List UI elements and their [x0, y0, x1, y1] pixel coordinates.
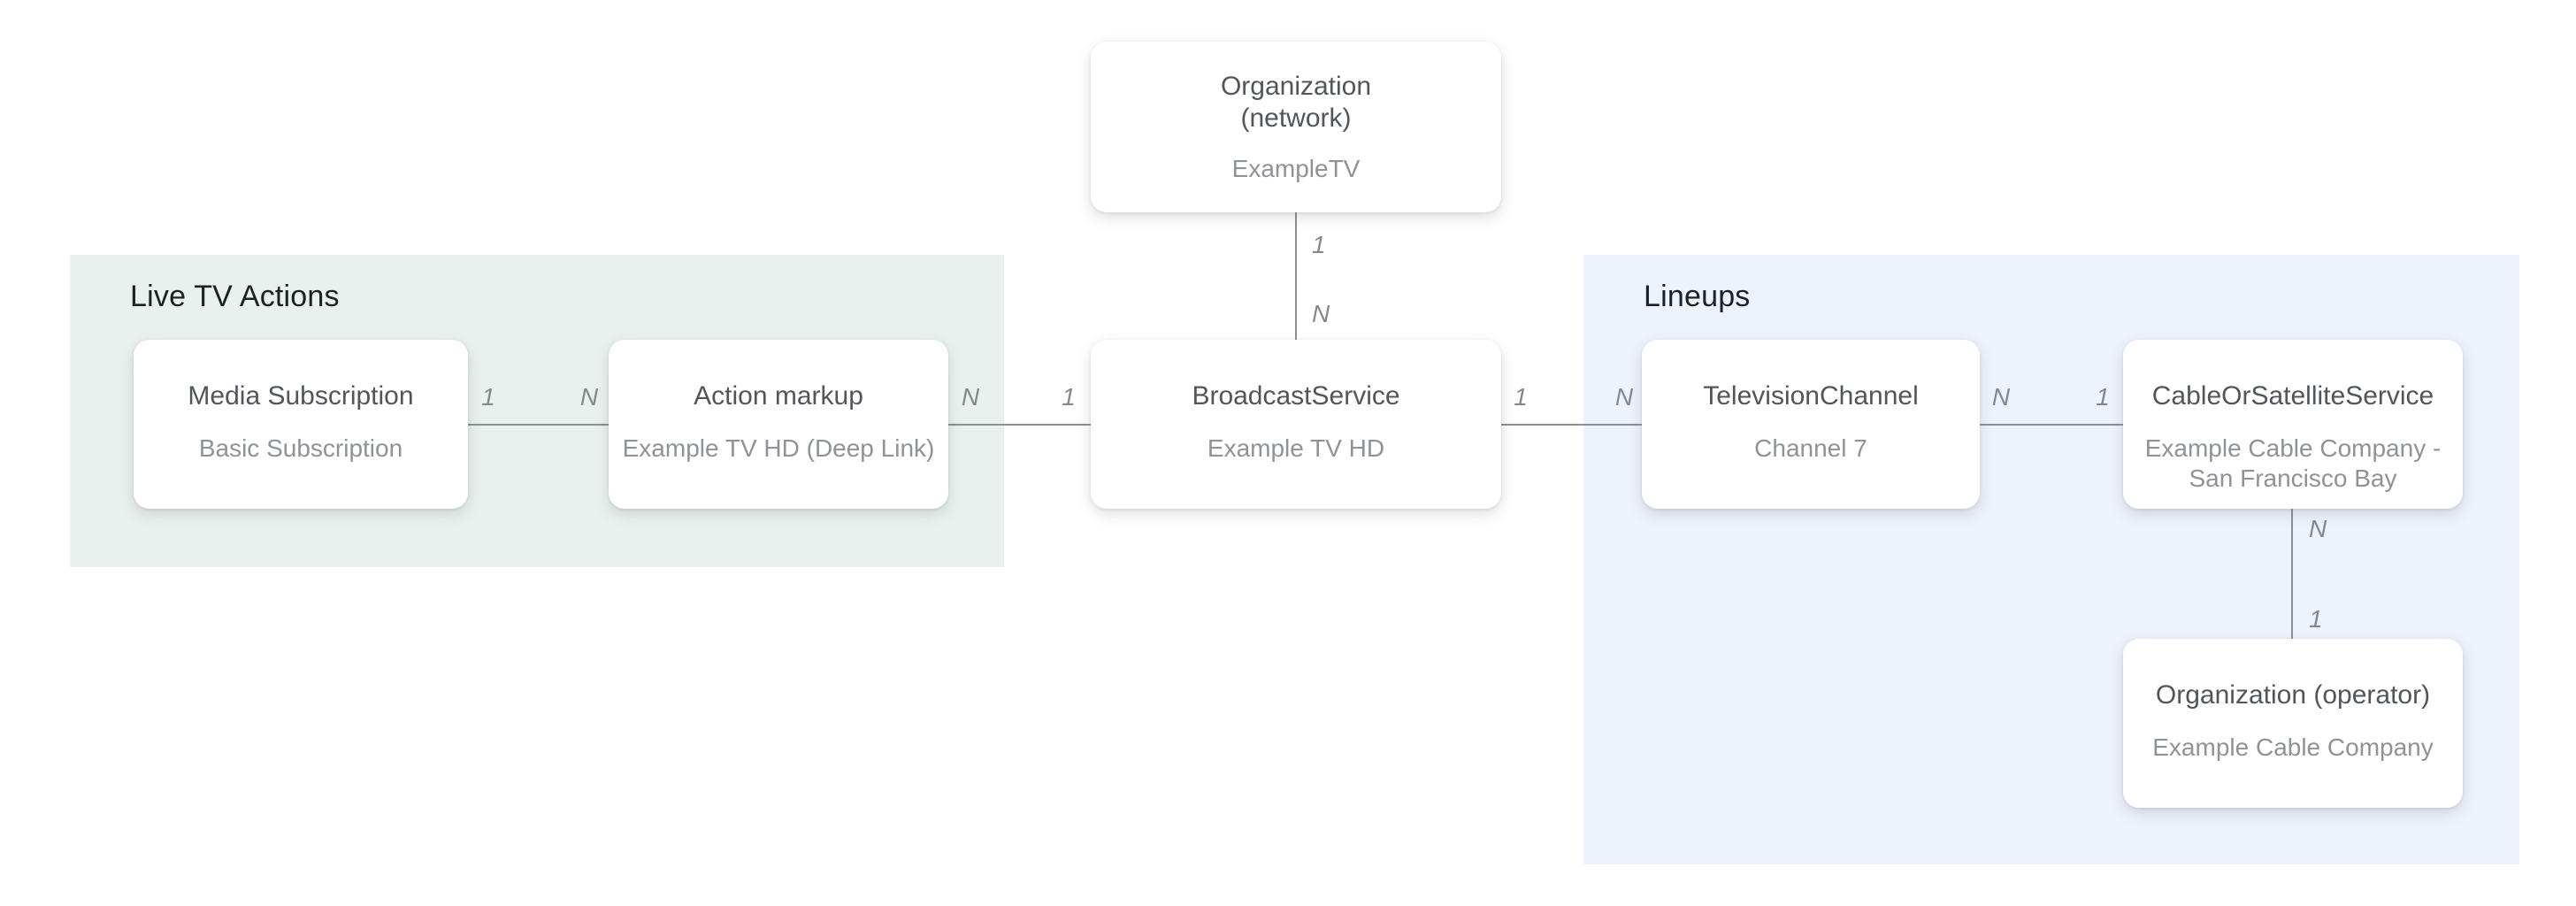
node-organization-network-title-line1: Organization	[1220, 72, 1372, 101]
cardinality-action-to-broadcast-to: 1	[1062, 383, 1076, 411]
node-broadcast-service-title: BroadcastService	[1192, 381, 1400, 411]
node-cable-or-satellite-service: CableOrSatelliteService Example Cable Co…	[2123, 340, 2463, 509]
cardinality-cable-to-operator-from: N	[2309, 515, 2327, 542]
edge-network-to-broadcast-line	[1295, 212, 1297, 340]
node-cable-or-satellite-service-subtitle-line2: San Francisco Bay	[2189, 465, 2397, 492]
node-media-subscription: Media Subscription Basic Subscription	[134, 340, 468, 509]
cardinality-channel-to-cable-to: 1	[2096, 383, 2110, 411]
cardinality-mediasub-to-action-from: 1	[481, 383, 495, 411]
node-organization-network: Organization (network) ExampleTV	[1091, 42, 1501, 212]
node-organization-network-title-line2: (network)	[1240, 104, 1352, 133]
node-cable-or-satellite-service-title: CableOrSatelliteService	[2151, 381, 2434, 411]
cardinality-mediasub-to-action-to: N	[579, 383, 599, 411]
node-media-subscription-title: Media Subscription	[188, 381, 414, 411]
cardinality-network-to-broadcast-to: N	[1312, 300, 1330, 327]
node-organization-operator-subtitle: Example Cable Company	[2152, 733, 2434, 761]
edge-channel-to-cable-line	[1980, 424, 2123, 426]
node-television-channel-title: TelevisionChannel	[1703, 381, 1919, 411]
node-organization-operator: Organization (operator) Example Cable Co…	[2123, 639, 2463, 808]
cardinality-broadcast-to-channel-from: 1	[1514, 383, 1528, 411]
region-lineups-label: Lineups	[1644, 280, 1751, 313]
node-action-markup-subtitle: Example TV HD (Deep Link)	[622, 434, 935, 462]
node-television-channel-subtitle: Channel 7	[1754, 434, 1867, 462]
edge-action-to-broadcast-line	[948, 424, 1091, 426]
node-television-channel: TelevisionChannel Channel 7	[1642, 340, 1980, 509]
node-broadcast-service: BroadcastService Example TV HD	[1091, 340, 1501, 509]
edge-mediasub-to-action-line	[467, 424, 609, 426]
cardinality-broadcast-to-channel-to: N	[1614, 383, 1634, 411]
node-broadcast-service-subtitle: Example TV HD	[1207, 434, 1385, 462]
node-action-markup-title: Action markup	[694, 381, 863, 411]
cardinality-cable-to-operator-to: 1	[2309, 605, 2323, 633]
edge-broadcast-to-channel-line	[1501, 424, 1642, 426]
node-organization-operator-title: Organization (operator)	[2155, 680, 2431, 710]
node-organization-network-subtitle: ExampleTV	[1231, 155, 1361, 182]
edge-cable-to-operator-line	[2291, 508, 2293, 639]
cardinality-action-to-broadcast-from: N	[961, 383, 980, 411]
node-action-markup: Action markup Example TV HD (Deep Link)	[609, 340, 948, 509]
cardinality-network-to-broadcast-from: 1	[1312, 231, 1326, 258]
cardinality-channel-to-cable-from: N	[1991, 383, 2011, 411]
node-media-subscription-subtitle: Basic Subscription	[198, 434, 403, 462]
node-cable-or-satellite-service-subtitle-line1: Example Cable Company -	[2144, 434, 2442, 462]
region-live-tv-actions-label: Live TV Actions	[130, 280, 340, 313]
